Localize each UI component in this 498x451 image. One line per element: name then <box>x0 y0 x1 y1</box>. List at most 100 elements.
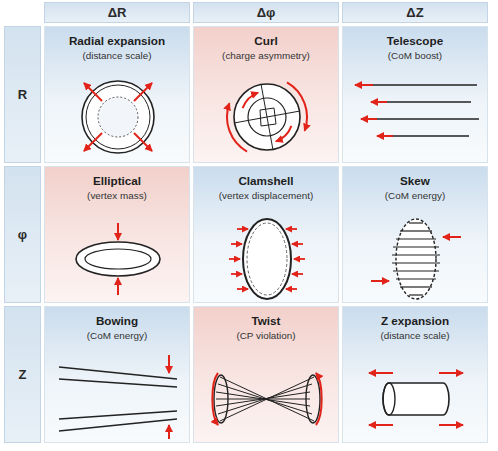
elliptical-cell: Elliptical(vertex mass) <box>44 166 190 303</box>
cell-title: Radial expansion <box>45 33 189 49</box>
figure-stroke <box>216 392 310 406</box>
cell-title: Skew <box>343 173 487 189</box>
figure-stroke <box>294 258 305 260</box>
figure-stroke <box>218 384 312 414</box>
figure-stroke <box>393 270 439 271</box>
column-header: ΔR <box>44 2 190 23</box>
skew-cell: Skew(CoM energy) <box>342 166 488 303</box>
figure-stroke <box>292 273 303 275</box>
cell-subtitle: (CoM boost) <box>343 49 487 63</box>
figure-stroke <box>363 118 479 120</box>
figure-stroke <box>355 85 393 136</box>
figure-stroke <box>276 126 292 141</box>
column-header: ΔZ <box>342 2 488 23</box>
figure-stroke <box>369 424 393 426</box>
figure-stroke <box>84 83 102 101</box>
cell-title: Twist <box>194 313 338 329</box>
figure-stroke <box>377 135 393 137</box>
figure-stroke <box>59 379 177 387</box>
figure-stroke <box>383 383 395 415</box>
column-header: Δφ <box>193 2 339 23</box>
figure-stroke <box>286 288 297 290</box>
figure-stroke <box>227 103 247 151</box>
bowing-cell: Bowing(CoM energy) <box>44 306 190 443</box>
figure-stroke <box>393 246 439 247</box>
figure-stroke <box>168 425 170 439</box>
row-header: R <box>4 26 41 163</box>
radial-expansion-figure <box>45 27 191 164</box>
cell-title: Telescope <box>343 33 487 49</box>
figure-stroke <box>392 254 440 255</box>
figure-stroke <box>59 367 177 431</box>
axis-label: ΔZ <box>406 5 423 20</box>
figure-stroke <box>117 223 119 295</box>
elliptical-figure <box>45 167 191 304</box>
figure-stroke <box>409 294 423 295</box>
figure-stroke <box>59 367 177 379</box>
figure-stroke <box>134 133 152 151</box>
figure-stroke <box>369 373 463 425</box>
figure-stroke <box>59 419 177 431</box>
figure-stroke <box>306 375 320 423</box>
axis-label: R <box>18 87 27 102</box>
cell-subtitle: (vertex displacement) <box>194 189 338 203</box>
row-header: Z <box>4 306 41 443</box>
figure-stroke <box>371 237 461 281</box>
figure-stroke <box>216 377 314 421</box>
figure-stroke <box>439 424 463 426</box>
figure-stroke <box>227 82 307 151</box>
cell-subtitle: (distance scale) <box>343 329 487 343</box>
figure-stroke <box>383 383 449 415</box>
figure-stroke <box>355 84 373 86</box>
figure-stroke <box>396 238 436 239</box>
figure-stroke <box>85 249 151 269</box>
cell-subtitle: (CoM energy) <box>343 189 487 203</box>
twist-figure <box>194 307 340 444</box>
figure-stroke <box>396 278 436 279</box>
cell-title: Z expansion <box>343 313 487 329</box>
figure-stroke <box>168 355 170 439</box>
figure-stroke <box>371 101 387 103</box>
figure-stroke <box>76 242 160 276</box>
figure-stroke <box>82 81 154 153</box>
figure-stroke <box>400 286 432 287</box>
figure-stroke <box>369 372 393 374</box>
figure-stroke <box>247 223 287 295</box>
figure-stroke <box>392 262 440 263</box>
figure-stroke <box>361 118 377 120</box>
figure-stroke <box>117 278 119 295</box>
axis-label: ΔR <box>108 5 127 20</box>
figure-stroke <box>59 411 177 419</box>
figure-stroke <box>357 84 477 86</box>
radial-expansion-cell: Radial expansion(distance scale) <box>44 26 190 163</box>
figure-stroke <box>84 83 152 151</box>
figure-stroke <box>231 243 242 245</box>
twist-cell: Twist(CP violation) <box>193 306 339 443</box>
figure-stroke <box>292 243 303 245</box>
figure-stroke <box>212 373 321 425</box>
cell-subtitle: (charge asymmetry) <box>194 49 338 63</box>
row-header: φ <box>4 166 41 303</box>
cell-subtitle: (distance scale) <box>45 49 189 63</box>
figure-stroke <box>371 280 389 282</box>
figure-stroke <box>117 223 119 240</box>
figure-stroke <box>237 288 248 290</box>
figure-stroke <box>357 85 479 136</box>
figure-stroke <box>237 228 248 230</box>
cell-subtitle: (vertex mass) <box>45 189 189 203</box>
figure-stroke <box>316 373 322 425</box>
figure-stroke <box>234 84 300 150</box>
figure-stroke <box>234 84 300 150</box>
figure-stroke <box>392 223 440 295</box>
figure-stroke <box>214 375 228 423</box>
figure-stroke <box>400 230 432 231</box>
telescope-figure <box>343 27 489 164</box>
figure-stroke <box>229 229 305 289</box>
cell-title: Clamshell <box>194 173 338 189</box>
figure-stroke <box>287 82 307 130</box>
figure-stroke <box>260 108 276 126</box>
figure-stroke <box>243 219 291 299</box>
figure-stroke <box>212 373 218 425</box>
figure-stroke <box>231 273 242 275</box>
figure-stroke <box>243 93 259 109</box>
